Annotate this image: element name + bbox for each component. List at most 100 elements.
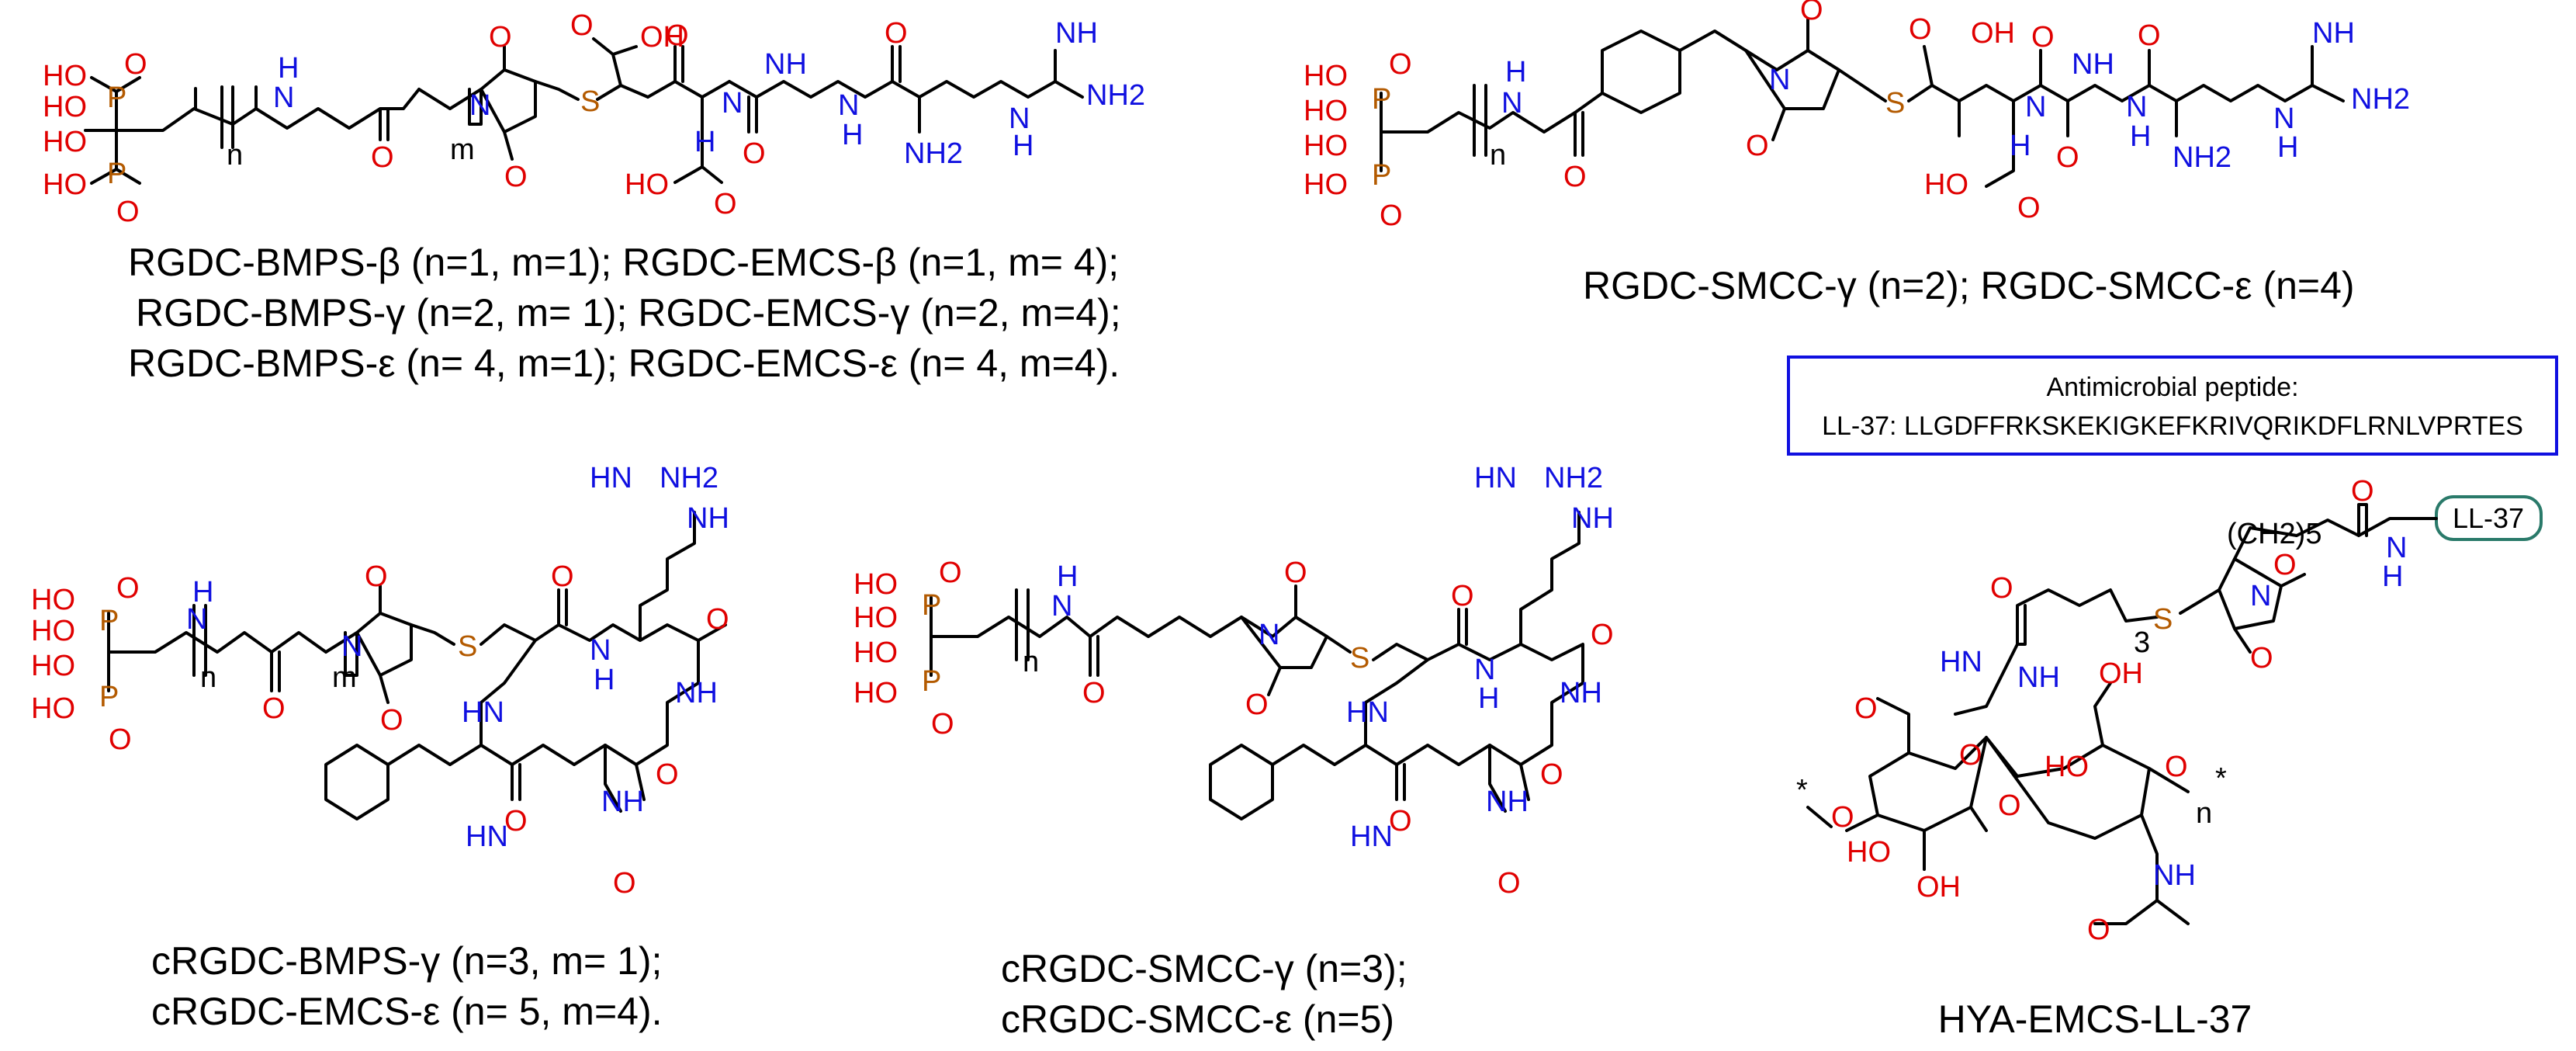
atom-o: O (2138, 19, 2161, 52)
atom-p: P (1372, 159, 1391, 192)
atom-o: O (1998, 789, 2021, 822)
atom-ho: HO (1304, 60, 1348, 92)
label-m: m (332, 661, 357, 694)
atom-n: N (341, 630, 362, 663)
atom-n: N (2386, 532, 2407, 564)
atom-h: H (842, 119, 863, 151)
atom-nh: NH (687, 502, 729, 535)
atom-hn: HN (466, 820, 508, 853)
atom-nh: NH (601, 786, 644, 818)
atom-n: N (2126, 91, 2147, 123)
label-n: n (1490, 139, 1506, 172)
caption-a3: RGDC-BMPS-ε (n= 4, m=1); RGDC-EMCS-ε (n=… (128, 342, 1120, 385)
atom-oh: OH (2099, 657, 2143, 690)
atom-h: H (1013, 130, 1034, 162)
atom-nh: NH (2072, 48, 2114, 81)
atom-o: O (1380, 199, 1403, 232)
atom-ho: HO (43, 91, 87, 123)
atom-h: H (1505, 56, 1526, 88)
atom-nh: NH (1055, 17, 1098, 50)
atom-n: N (2025, 91, 2046, 123)
label-n: n (1023, 646, 1039, 678)
atom-o: O (1563, 161, 1587, 193)
atom-nh2: NH2 (2351, 83, 2410, 116)
atom-ho: HO (31, 584, 75, 616)
atom-o: O (2031, 21, 2055, 54)
atom-nh2: NH2 (1086, 79, 1145, 112)
atom-ho: HO (1304, 168, 1348, 201)
atom-o: O (109, 723, 132, 756)
atom-n: N (1501, 87, 1522, 120)
atom-o: O (380, 704, 403, 737)
atom-o: O (1959, 739, 1982, 772)
structure-cyclic-rgdc-smcc: HN NH2 NH HO O P HO HO P HO O n N H O N … (853, 462, 1614, 900)
atom-h: H (2130, 120, 2151, 153)
atom-o: O (1497, 867, 1521, 900)
atom-s: S (1350, 642, 1369, 675)
atom-n: N (186, 603, 207, 636)
ll37-label: LL-37 (2453, 502, 2524, 534)
atom-o: O (1540, 758, 1563, 791)
structure-hya-emcs-ll37: LL-37 O (CH2)5 N H O N O S 3 O HN NH O O… (1796, 475, 2543, 946)
atom-h: H (594, 664, 615, 696)
atom-ho: HO (853, 677, 898, 709)
atom-o: O (885, 17, 908, 50)
structure-linear-rgdc-smcc: HO O P HO HO P HO O n N H O N O O S O OH… (1304, 0, 2410, 232)
atom-hn: HN (462, 696, 504, 729)
atom-n: N (2250, 580, 2271, 612)
atom-h: H (1478, 682, 1499, 715)
atom-o: O (2017, 192, 2041, 224)
atom-o: O (2250, 642, 2273, 675)
atom-ho: HO (1304, 95, 1348, 127)
atom-o: O (1854, 692, 1878, 725)
atom-o: O (1831, 801, 1854, 834)
atom-nh: NH (2153, 859, 2196, 892)
label-m: m (450, 134, 475, 166)
atom-o: O (1082, 677, 1106, 709)
antimicrobial-peptide-box: Antimicrobial peptide: LL-37: LLGDFFRKSK… (1787, 356, 2558, 456)
atom-hn: HN (1350, 820, 1393, 853)
atom-nh2: NH2 (660, 462, 718, 494)
atom-o: O (1389, 805, 1412, 838)
atom-o: O (931, 708, 954, 741)
atom-o: O (656, 758, 679, 791)
peptide-box-title: Antimicrobial peptide: (2046, 373, 2298, 402)
atom-h: H (1057, 560, 1078, 593)
atom-s: S (2153, 603, 2173, 636)
structure-cyclic-rgdc-bmps-emcs: HN NH2 NH HO O P HO HO P HO O n N H O m … (31, 462, 729, 900)
caption-a2: RGDC-BMPS-γ (n=2, m= 1); RGDC-EMCS-γ (n=… (136, 291, 1121, 335)
atom-o: O (262, 692, 286, 725)
atom-p: P (99, 681, 119, 713)
atom-ho: HO (1847, 836, 1891, 869)
atom-o: O (116, 196, 140, 228)
atom-o: O (714, 188, 737, 220)
caption-c2: cRGDC-EMCS-ε (n= 5, m=4). (151, 990, 663, 1033)
atom-oh: OH (1971, 17, 2015, 50)
atom-ho: HO (853, 602, 898, 634)
atom-h: H (2382, 560, 2403, 593)
atom-o: O (666, 19, 689, 52)
atom-ho: HO (1924, 168, 1968, 201)
atom-o: O (2087, 914, 2110, 946)
atom-s: S (458, 630, 477, 663)
atom-n: N (469, 89, 490, 122)
atom-hn: HN (1474, 462, 1517, 494)
atom-nh2: NH2 (1544, 462, 1603, 494)
atom-n: N (1051, 590, 1072, 623)
atom-ho: HO (43, 60, 87, 92)
atom-nh: NH (2017, 661, 2060, 694)
atom-s: S (1885, 87, 1905, 120)
atom-ho: HO (31, 615, 75, 647)
atom-nh: N (273, 82, 294, 114)
atom-o: O (1389, 48, 1412, 81)
atom-nh2: NH2 (2173, 141, 2231, 174)
atom-hn: HN (1940, 646, 1982, 678)
atom-ho: HO (625, 168, 669, 201)
atom-hn: HN (590, 462, 632, 494)
structure-linear-rgdc-bmps-emcs: HO O P HO HO P HO O n N H O m O N O S O … (43, 9, 1145, 228)
atom-o: O (551, 560, 574, 593)
atom-nh: NH (2312, 17, 2355, 50)
atom-nh: NH (675, 677, 718, 709)
atom-o: O (489, 21, 512, 54)
